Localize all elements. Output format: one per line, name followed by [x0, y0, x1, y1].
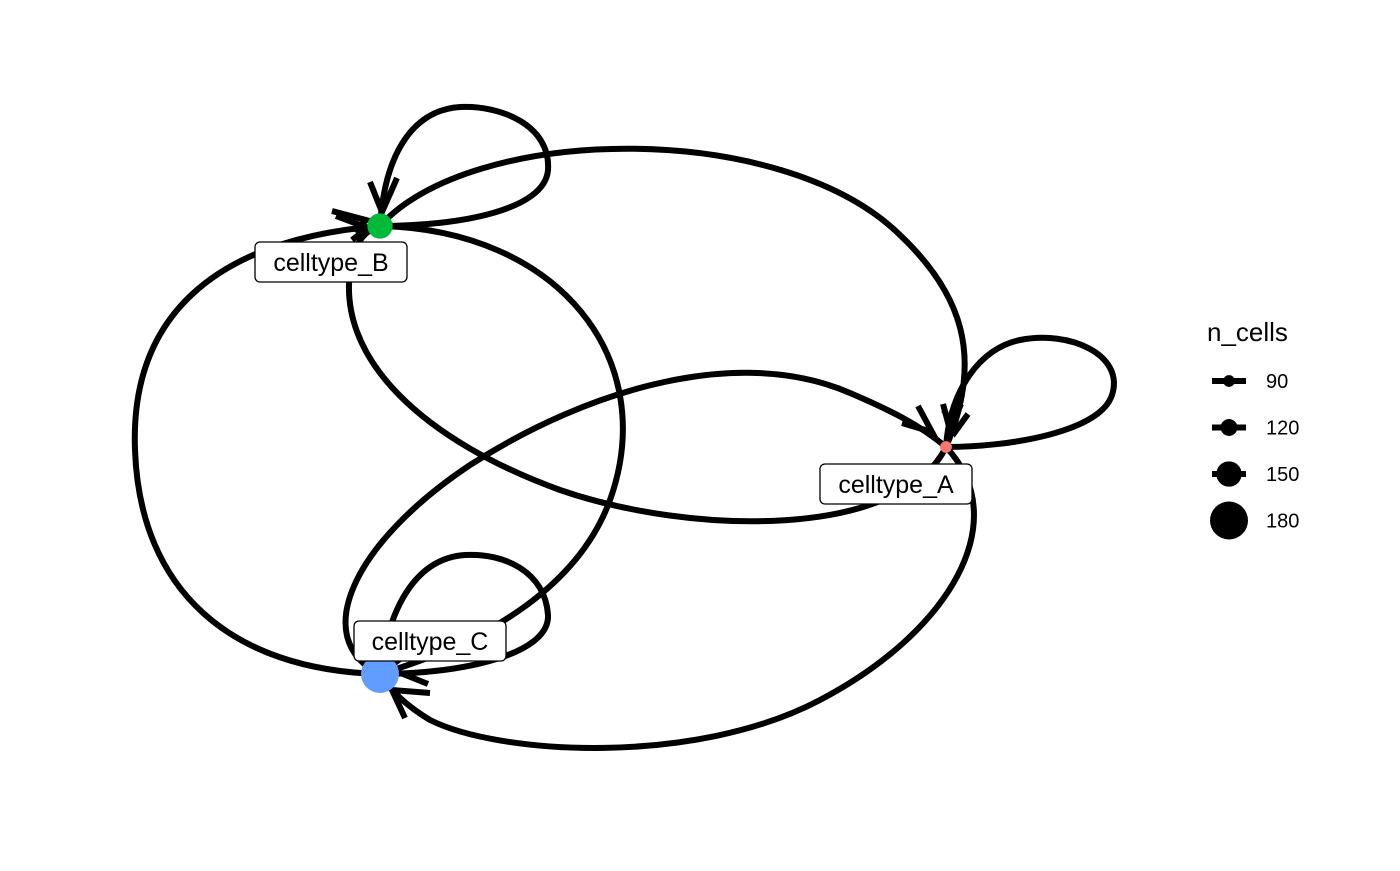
labels-layer: celltype_A celltype_B celltype_C — [254, 241, 973, 662]
node-celltype_C — [361, 655, 399, 693]
node-label-celltype_C: celltype_C — [372, 628, 489, 656]
legend-label-90: 90 — [1266, 371, 1288, 393]
edge-celltype_C-to-celltype_A-arrowhead — [901, 404, 939, 437]
legend-label-180: 180 — [1266, 511, 1299, 533]
node-celltype_A — [940, 441, 952, 453]
legend-title: n_cells — [1207, 317, 1288, 347]
nodes-layer — [361, 213, 952, 693]
edge-celltype_A-to-celltype_C — [377, 444, 977, 751]
node-label-box-celltype_B — [254, 241, 408, 283]
node-label-box-celltype_C — [353, 620, 507, 662]
edge-celltype_B-to-celltype_A-arrowhead — [941, 408, 971, 438]
edge-celltype_A-to-celltype_A — [943, 334, 1117, 450]
edge-celltype_C-to-celltype_C — [377, 551, 552, 677]
node-celltype_B — [367, 213, 393, 239]
edge-celltype_B-to-celltype_C — [377, 223, 626, 677]
edge-celltype_B-to-celltype_B — [377, 103, 552, 229]
edge-celltype_B-to-celltype_A — [377, 145, 968, 450]
legend-label-150: 150 — [1266, 464, 1299, 486]
legend-key-180 — [1210, 501, 1248, 540]
edges-layer — [131, 103, 1117, 751]
legend-key-90 — [1223, 375, 1235, 387]
edge-celltype_C-to-celltype_A — [342, 369, 949, 677]
node-label-celltype_B: celltype_B — [273, 249, 388, 277]
node-label-box-celltype_A — [819, 463, 973, 505]
legend-key-120 — [1220, 419, 1238, 436]
node-label-celltype_A: celltype_A — [838, 471, 954, 499]
edge-celltype_C-to-celltype_B — [131, 223, 383, 677]
legend-items: 90 120 150 180 — [1210, 371, 1299, 540]
legend: n_cells 90 120 150 180 — [1207, 317, 1299, 540]
edge-celltype_B-to-celltype_B-arrowhead — [367, 176, 400, 220]
edge-celltype_A-to-celltype_C-arrowhead — [387, 686, 431, 720]
legend-key-150 — [1216, 461, 1242, 487]
legend-label-120: 120 — [1266, 418, 1299, 440]
